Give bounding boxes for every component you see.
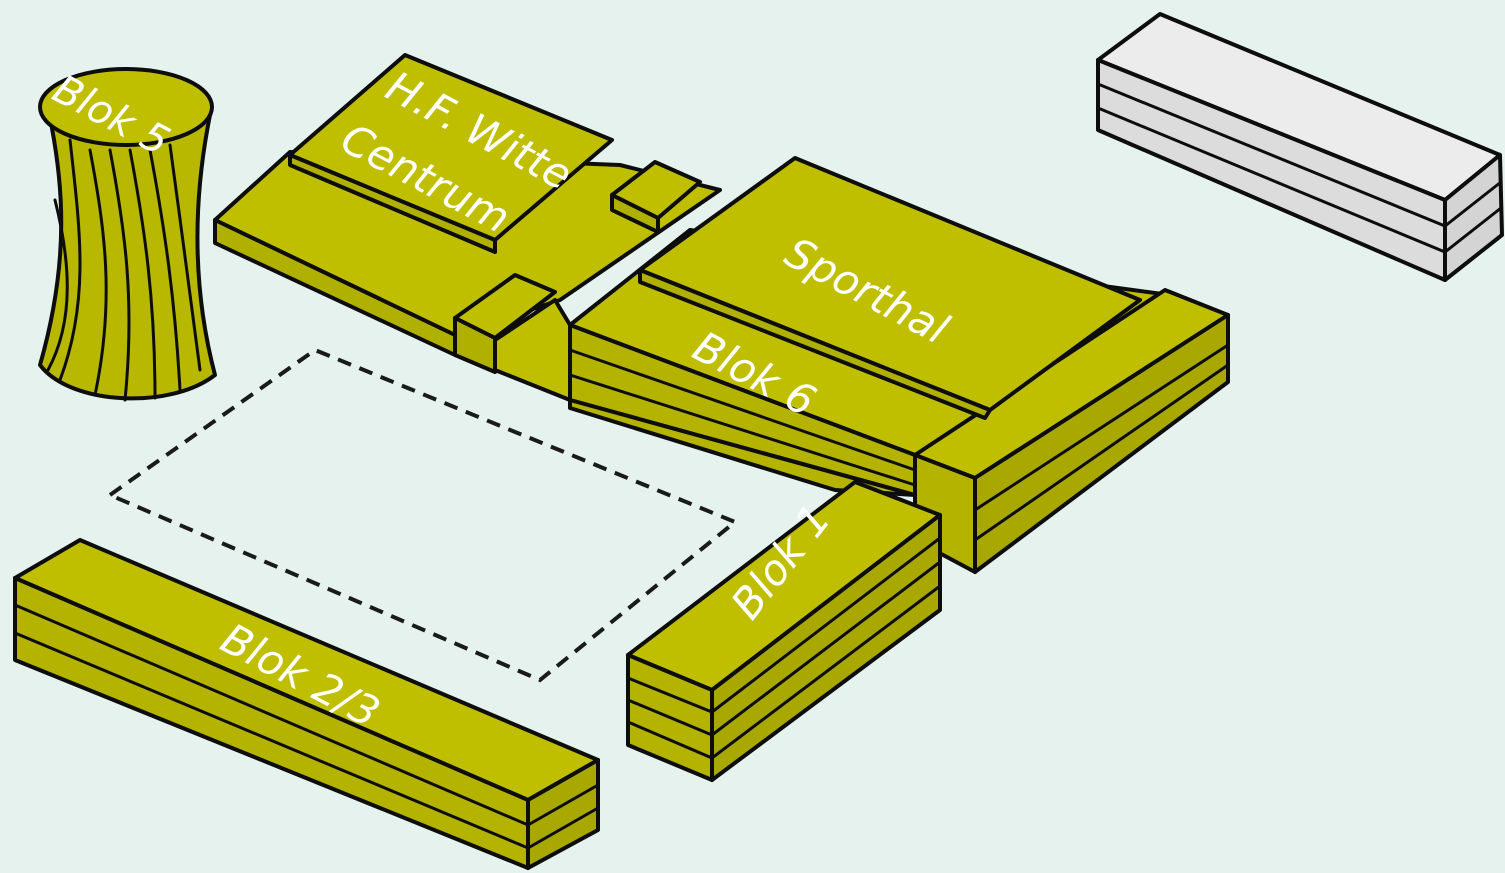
empty-plot-outline xyxy=(105,347,739,683)
blok5-tower[interactable] xyxy=(38,67,217,402)
hf-witte-centrum-building[interactable] xyxy=(213,53,722,357)
blok1-building[interactable] xyxy=(626,480,942,782)
blok6-building[interactable] xyxy=(493,156,1230,574)
connector-north xyxy=(610,160,702,234)
grey-building xyxy=(1096,12,1504,282)
blok23-building[interactable] xyxy=(13,538,600,870)
